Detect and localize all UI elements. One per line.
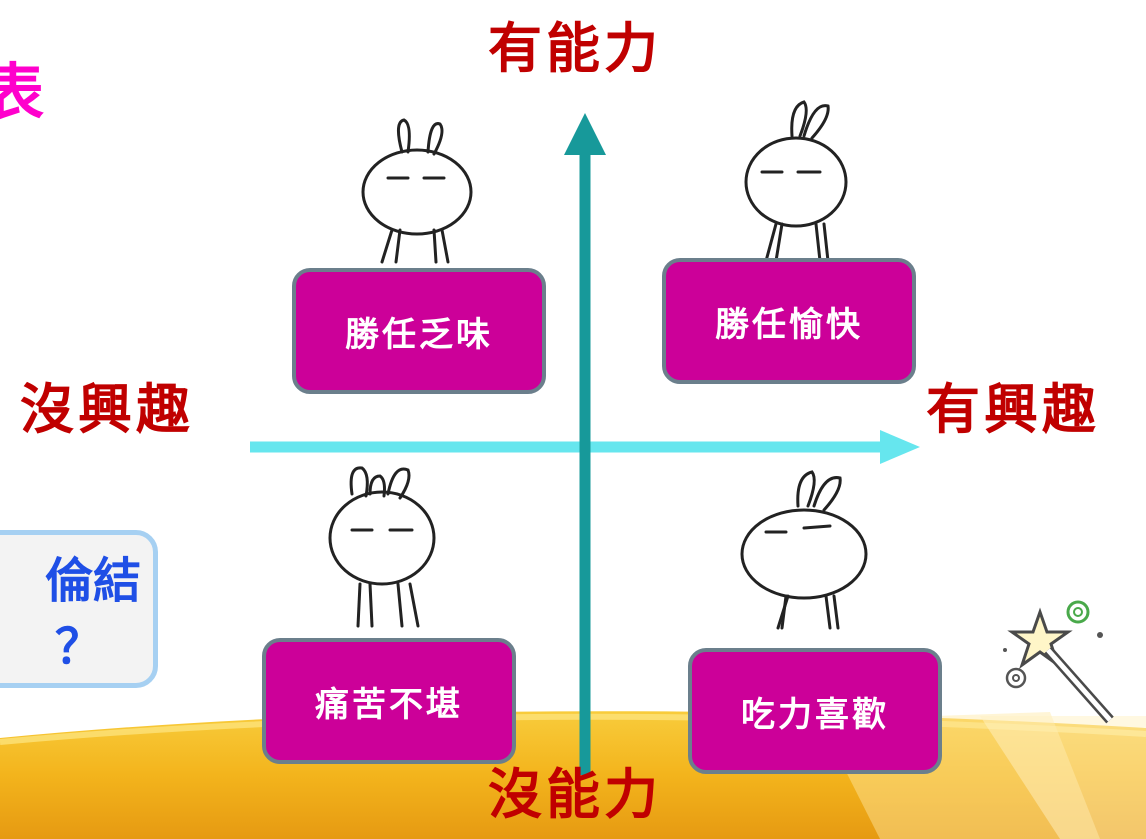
quadrant-label-competent-happy: 勝任愉快	[715, 304, 863, 345]
quadrant-label-struggling-enjoying: 吃力喜歡	[741, 694, 889, 735]
quadrant-box-competent-bored: 勝任乏味	[292, 268, 546, 394]
rabbit-illustration-bottom-right	[740, 470, 868, 630]
magic-wand-decoration	[1003, 600, 1114, 724]
ground-light-beam-2	[980, 716, 1146, 839]
quadrant-box-struggling-enjoying: 吃力喜歡	[688, 648, 942, 774]
quadrant-box-competent-happy: 勝任愉快	[662, 258, 916, 384]
rabbit-illustration-bottom-left	[328, 466, 436, 628]
rabbit-illustration-top-left	[361, 118, 473, 264]
interest-axis-arrowhead	[880, 430, 920, 464]
quadrant-label-competent-bored: 勝任乏味	[345, 314, 493, 355]
quadrant-label-miserable: 痛苦不堪	[315, 684, 463, 725]
axis-label-right: 有興趣	[926, 378, 1100, 441]
axis-label-bottom: 沒能力	[488, 763, 662, 826]
ground-highlight	[0, 713, 1146, 745]
speech-bubble-line-1: 倫結	[44, 553, 141, 609]
rabbit-illustration-top-right	[744, 100, 848, 263]
speech-bubble-line-2: ？	[54, 619, 103, 675]
quadrant-box-miserable: 痛苦不堪	[262, 638, 516, 764]
axis-label-left: 沒興趣	[20, 378, 194, 441]
slide-title-fragment: 表	[0, 56, 45, 129]
axis-label-top: 有能力	[488, 17, 662, 80]
speech-bubble: 倫結 ？	[0, 530, 158, 688]
ability-axis-arrowhead	[564, 113, 606, 155]
